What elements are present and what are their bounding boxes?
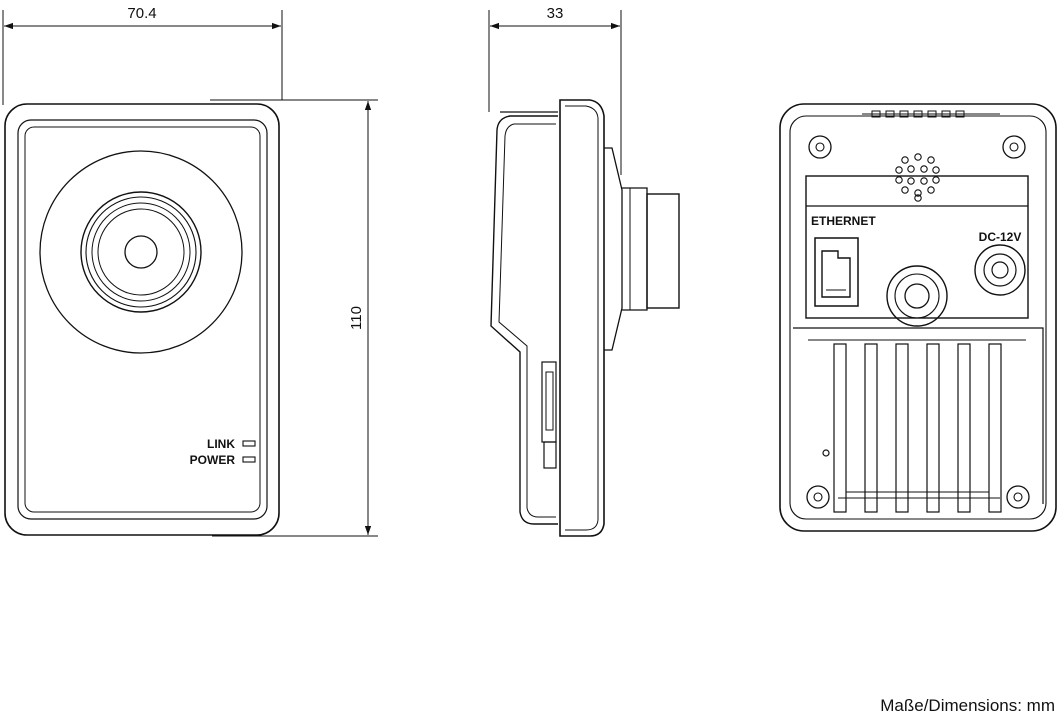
front-bezel: [17, 119, 268, 520]
speaker-grille-icon: [895, 153, 940, 202]
ethernet-port-icon: [814, 237, 859, 307]
lens-ring-outer: [80, 191, 202, 313]
back-inner-shell: [789, 115, 1047, 520]
lens-barrel-tip: [646, 193, 680, 309]
screw-bottom-right-icon: [1006, 485, 1030, 509]
width-label: 70.4: [127, 5, 156, 22]
power-led-icon: [242, 456, 256, 463]
lens-ring-2: [85, 196, 197, 308]
width-dimension: [2, 10, 283, 105]
front-view: [4, 103, 280, 536]
front-outer-body: [4, 103, 280, 536]
link-led-icon: [242, 440, 256, 447]
side-switch: [543, 441, 557, 469]
dc-power-label: DC-12V: [979, 230, 1022, 244]
lens-barrel-base: [604, 147, 623, 351]
back-view: [779, 103, 1057, 532]
depth-label: 33: [547, 5, 564, 22]
ethernet-label: ETHERNET: [811, 214, 876, 228]
lens-housing: [39, 150, 243, 354]
units-note: Maße/Dimensions: mm: [880, 696, 1055, 715]
lens-ring-3: [91, 202, 191, 302]
side-view: [490, 99, 680, 537]
link-led-label: LINK: [207, 437, 235, 451]
screw-bottom-left-icon: [806, 485, 830, 509]
reset-hole-icon: [822, 449, 830, 457]
back-cooling-fins: [833, 343, 1002, 513]
side-body: [490, 115, 558, 525]
depth-dimension: [488, 10, 622, 175]
back-outer-body: [779, 103, 1057, 532]
screw-top-right-icon: [1002, 135, 1026, 159]
lens-ring-inner: [97, 208, 185, 296]
power-led-label: POWER: [190, 453, 236, 467]
side-slot: [545, 371, 554, 431]
front-face: [24, 126, 261, 513]
screw-top-left-icon: [808, 135, 832, 159]
mount-socket-icon: [886, 265, 948, 327]
dc-power-jack-icon: [974, 244, 1026, 296]
side-front-shell: [559, 99, 605, 537]
height-label: 110: [348, 306, 365, 330]
top-vent-icon: [871, 110, 965, 118]
lens-barrel-mid: [622, 187, 648, 311]
height-dimension: [210, 99, 378, 537]
lens-glass: [124, 235, 158, 269]
